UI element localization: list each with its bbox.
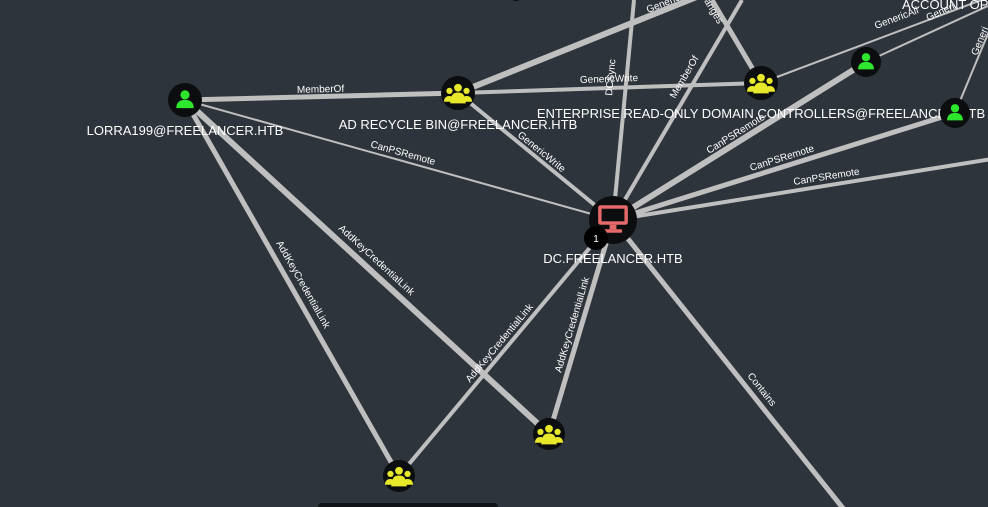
edge-label: anges — [701, 0, 724, 26]
edge-dc-right-edge[interactable] — [612, 110, 956, 223]
node-label-lorra199: LORRA199@FREELANCER.HTB — [87, 123, 284, 138]
edge-canpsremote-lorra-dc[interactable] — [184, 99, 614, 221]
edge-enterprise-topright[interactable] — [760, 0, 988, 84]
edge-label: Generi — [970, 25, 988, 57]
edge-recycle-enterprise[interactable] — [457, 81, 762, 95]
node-group-bottom-left[interactable] — [383, 460, 415, 492]
edge-label: DCSync — [604, 59, 618, 97]
node-ad-recycle-bin[interactable] — [441, 76, 475, 110]
edge-label: GenericWrite — [515, 130, 567, 175]
edge-user-topright-offscreen[interactable] — [865, 4, 988, 63]
edge-label: GenericWrite — [580, 73, 639, 86]
edge-label: AddKeyCredentialLink — [336, 223, 417, 299]
edge-right-edge-up[interactable] — [954, 24, 988, 114]
edge-recycle-top[interactable] — [456, 0, 714, 96]
node-label-ad-recycle-bin: AD RECYCLE BIN@FREELANCER.HTB — [339, 117, 578, 132]
edge-dcsync[interactable] — [611, 0, 636, 221]
node-lorra199[interactable] — [168, 83, 202, 117]
badge — [584, 226, 608, 250]
node-label-enterprise-rodc: ENTERPRISE READ-ONLY DOMAIN CONTROLLERS@… — [537, 106, 985, 121]
edge-memberof-dc[interactable] — [611, 0, 744, 222]
edge-memberof-lorra-recycle[interactable] — [184, 90, 459, 103]
edge-label: AddKeyCredentialLink — [464, 301, 537, 385]
badge-count: 1 — [593, 234, 599, 245]
edge-dc-group-mid[interactable] — [546, 219, 616, 435]
node-user-right-edge[interactable] — [940, 98, 970, 128]
node-enterprise-rodc[interactable] — [744, 66, 778, 100]
edge-label: AddKeyCredentialLink — [273, 239, 332, 331]
edges — [182, 0, 988, 507]
edge-lorra-group-mid[interactable] — [182, 97, 552, 437]
node-user-top-right[interactable] — [851, 47, 881, 77]
edge-dc-offscreen-right[interactable] — [612, 157, 988, 222]
node-group-bottom-mid[interactable] — [533, 418, 565, 450]
edge-label: MemberOf — [297, 84, 345, 96]
partial-label-background — [318, 503, 498, 507]
partial-node-top[interactable] — [509, 0, 523, 1]
edge-recycle-dc[interactable] — [456, 91, 615, 222]
edge-contains[interactable] — [611, 218, 846, 507]
edge-lorra-group-bl[interactable] — [182, 98, 402, 478]
edge-dc-user-top-right[interactable] — [611, 59, 868, 223]
edge-dc-group-bl[interactable] — [397, 218, 615, 478]
node-label-account-op: ACCOUNT OP — [902, 0, 988, 12]
node-dc-freelancer[interactable]: 1 — [584, 196, 637, 250]
node-label-dc: DC.FREELANCER.HTB — [543, 251, 682, 266]
